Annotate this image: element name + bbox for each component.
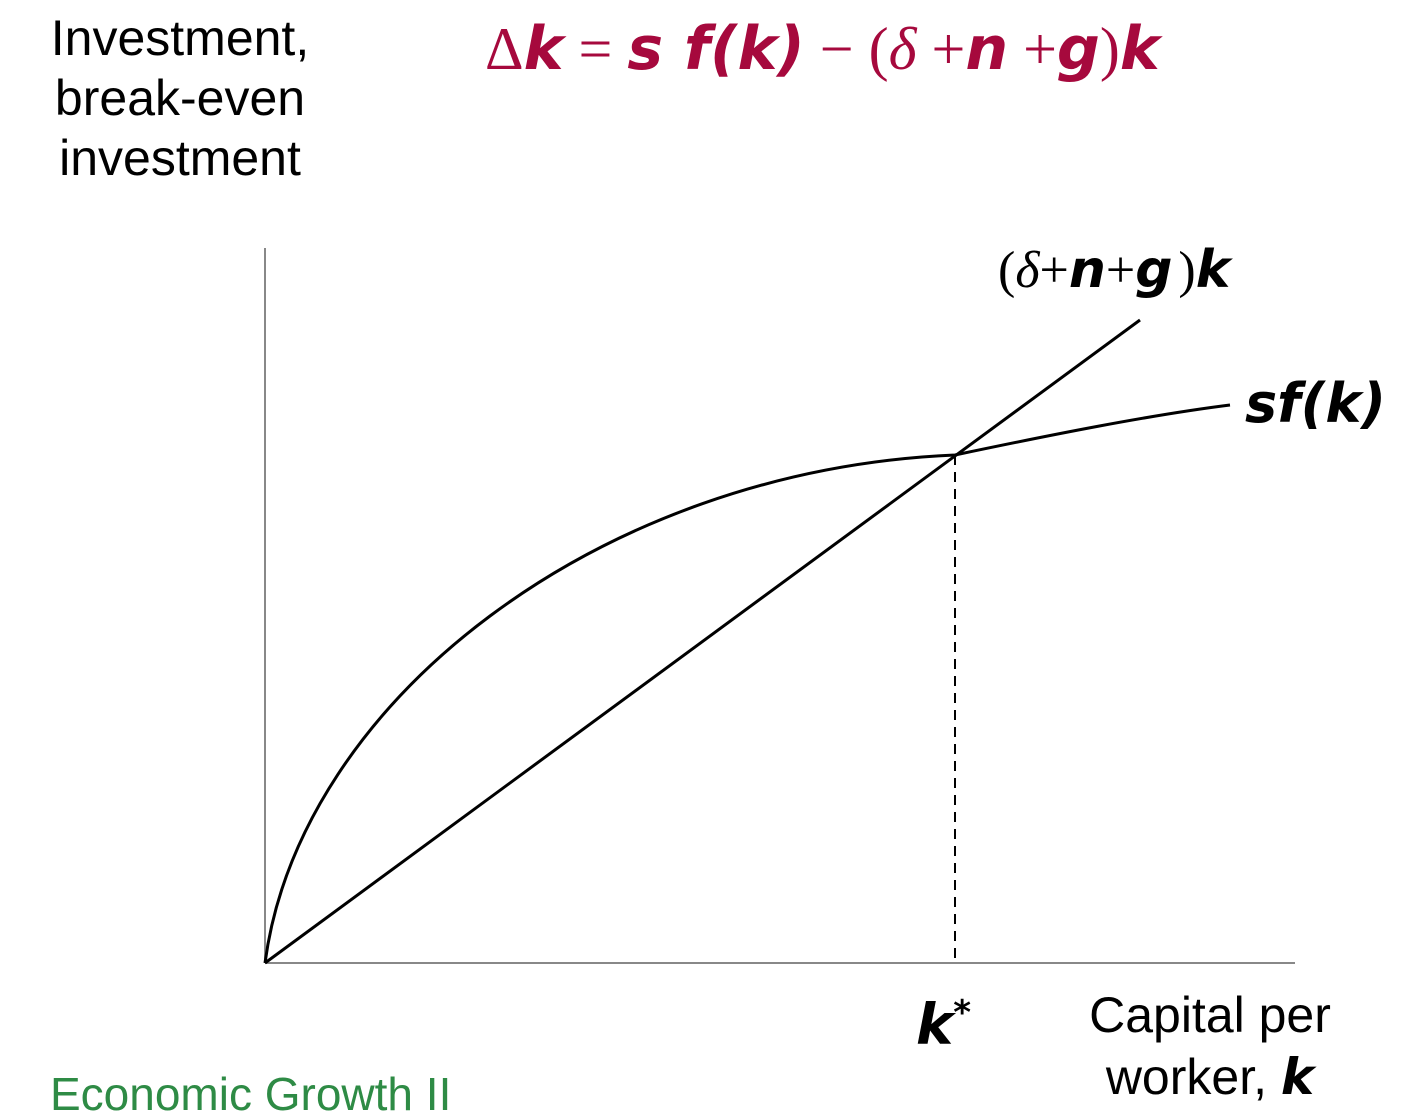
kstar-base: k: [916, 992, 954, 1058]
equation-n: n: [965, 14, 1009, 84]
x-axis-label-var: k: [1280, 1048, 1315, 1106]
saving-curve-label: sf(k): [1245, 372, 1386, 435]
y-axis-label-line: investment: [59, 130, 301, 186]
delta-symbol: δ: [1015, 242, 1040, 299]
equation-delta: Δ: [485, 16, 524, 82]
y-axis-label-line: break-even: [54, 70, 306, 126]
paren-open: (: [998, 242, 1016, 299]
plus-sign: +: [1039, 242, 1069, 299]
x-axis-label-line2: worker, k: [1010, 1046, 1410, 1108]
break-even-line: [264, 318, 1141, 965]
g-symbol: g: [1135, 240, 1173, 300]
k-symbol: k: [1195, 240, 1231, 300]
saving-curve: [263, 403, 1231, 964]
equation-delta-rate: δ: [888, 16, 917, 82]
equation-minus: − (: [804, 16, 889, 82]
y-axis-label: Investment, break-even investment: [0, 8, 360, 188]
y-axis-label-line: Investment,: [50, 10, 310, 66]
equation-equals: =: [563, 16, 628, 82]
plus-sign: +: [1105, 242, 1136, 299]
x-axis-label-text: worker,: [1105, 1049, 1281, 1105]
x-axis-label: Capital per worker, k: [1010, 984, 1410, 1108]
equation-k: k: [523, 14, 564, 84]
x-axis-label-line1: Capital per: [1089, 987, 1331, 1043]
equation-g: g: [1056, 14, 1100, 84]
kstar-superscript: *: [953, 993, 972, 1033]
equation-k-final: k: [1119, 14, 1160, 84]
capital-accumulation-equation: Δk = s f(k) − (δ +n +g)k: [485, 14, 1160, 84]
equation-sfk: s f(k): [627, 14, 805, 84]
n-symbol: n: [1068, 240, 1106, 300]
break-even-line-label: (δ+n+g)k: [998, 238, 1230, 303]
equation-plus: +: [916, 16, 966, 82]
steady-state-capital-label: k*: [916, 978, 971, 1061]
slide-footer: Economic Growth II: [50, 1068, 452, 1120]
equation-close-paren: ): [1099, 16, 1120, 82]
equation-plus: +: [1008, 16, 1057, 82]
paren-close: ): [1178, 242, 1196, 299]
